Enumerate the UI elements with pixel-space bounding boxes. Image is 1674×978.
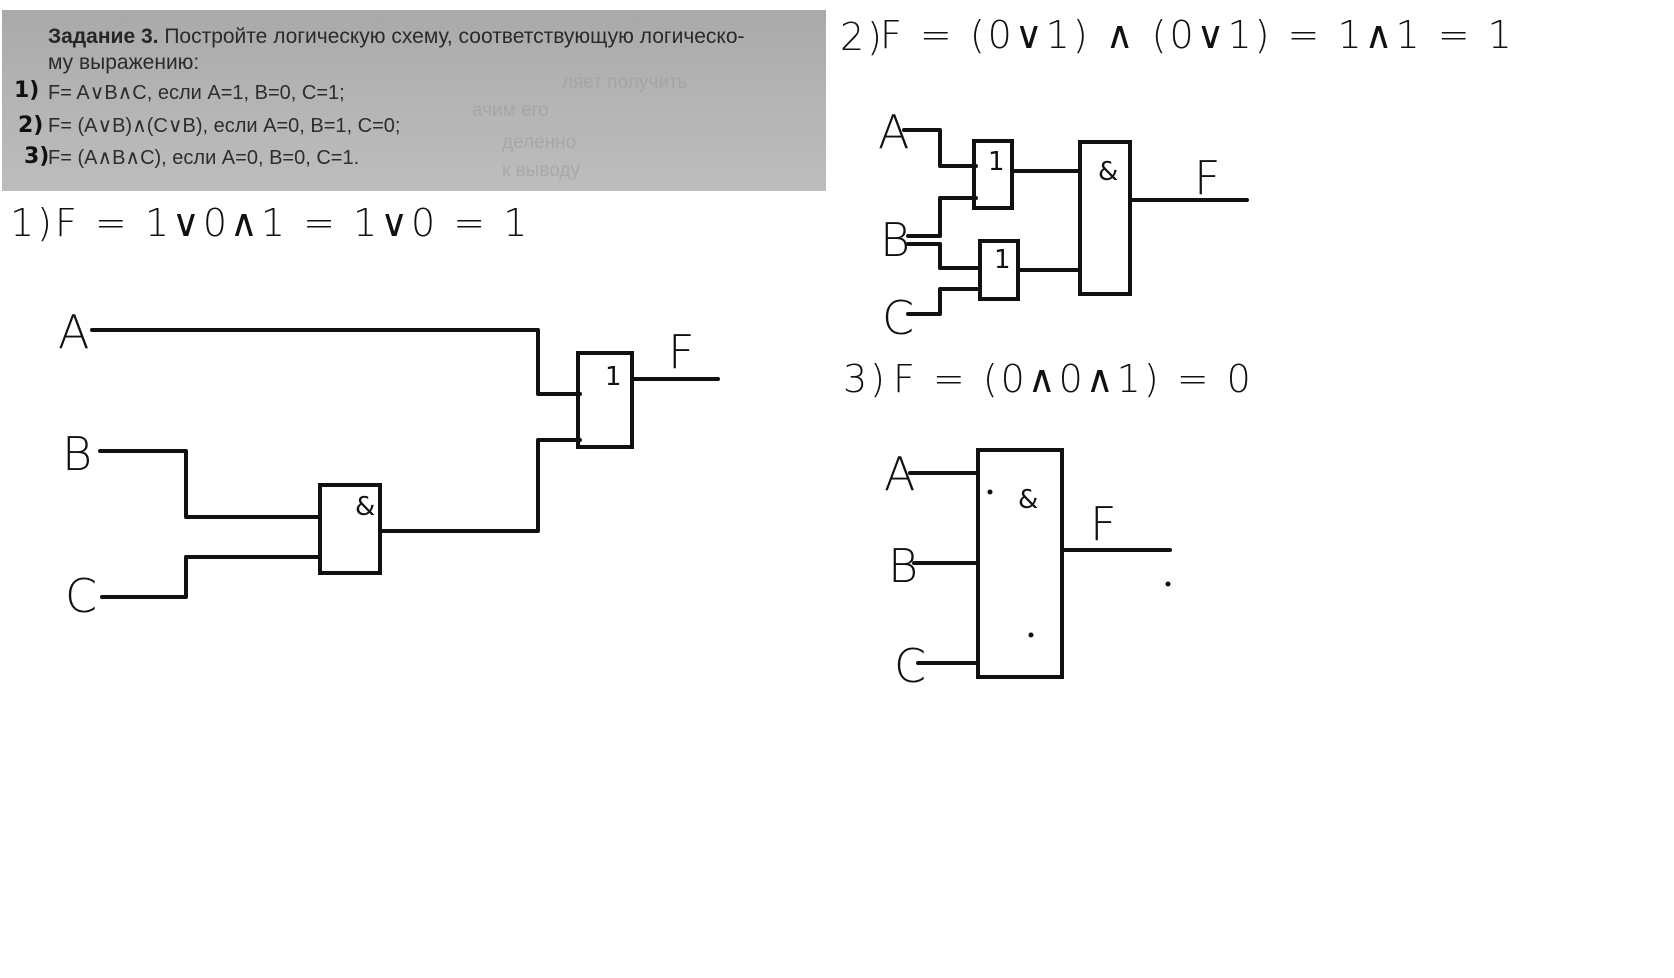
solution-1: 1) F = 1∨0∧1 = 1∨0 = 1 A B C F & 1 — [10, 201, 720, 623]
stray-dot — [1028, 632, 1034, 638]
solution-1-wire-and-out — [378, 438, 582, 533]
task-statement: Задание 3. Постройте логическую схему, с… — [48, 24, 818, 76]
solution-1-output: F — [668, 325, 694, 379]
solution-1-equation: F = 1∨0∧1 = 1∨0 = 1 — [55, 201, 530, 245]
solution-2-number: 2) — [840, 15, 885, 59]
stray-dot — [987, 489, 993, 495]
task-expression-1: F= A∨B∧C, если A=1, B=0, C=1; — [48, 82, 345, 104]
solution-1-input-c: C — [65, 569, 97, 623]
solution-1-wire-b — [98, 449, 322, 519]
task-expression-3: F= (A∧B∧C), если A=0, B=0, C=1. — [48, 147, 360, 169]
solution-3-output: F — [1090, 497, 1116, 551]
solution-2: 2) F = (0∨1) ∧ (0∨1) = 1∧1 = 1 A B C F 1… — [840, 13, 1515, 345]
solution-2-and-gate — [1078, 140, 1132, 296]
solution-3-input-c: C — [894, 639, 926, 693]
task-photo: ляет получить ачим его деленно к выводу … — [2, 10, 826, 191]
task-heading: Задание 3. — [48, 25, 159, 48]
stray-dot — [1165, 581, 1171, 587]
solution-2-wire-c — [906, 287, 982, 316]
solution-2-or-symbol-top: 1 — [988, 147, 1005, 177]
task-expression-2: F= (A∨B)∧(C∨B), если A=0, B=1, C=0; — [48, 115, 401, 137]
solution-2-and-symbol: & — [1098, 157, 1118, 187]
task-text-line2: му выражению: — [48, 51, 200, 74]
solution-2-equation: F = (0∨1) ∧ (0∨1) = 1∧1 = 1 — [880, 13, 1515, 57]
solution-3-number: 3) — [843, 357, 888, 401]
solution-2-input-b: B — [880, 213, 910, 267]
solution-2-output: F — [1194, 151, 1220, 205]
solution-2-input-c: C — [882, 291, 914, 345]
solution-2-wire-b-bottom — [906, 242, 982, 270]
solution-1-wire-a — [90, 328, 582, 396]
task-marker-3: 3) — [24, 144, 49, 169]
solution-3-and-symbol: & — [1018, 485, 1038, 515]
solution-3-equation: F = (0∧0∧1) = 0 — [893, 357, 1254, 401]
solution-1-wire-c — [100, 555, 322, 599]
solution-3: 3) F = (0∧0∧1) = 0 A B C F & — [843, 357, 1254, 693]
solution-1-number: 1) — [10, 201, 55, 245]
solution-2-wire-a — [902, 128, 978, 168]
task-marker-1: 1) — [14, 78, 39, 103]
task-text-line1: Постройте логическую схему, соответствую… — [164, 25, 745, 48]
solution-2-or-gate-bottom — [978, 239, 1020, 301]
solution-1-and-gate — [318, 483, 382, 575]
solution-2-or-gate-top — [972, 139, 1014, 210]
solution-3-and-gate — [976, 448, 1064, 679]
solution-1-input-b: B — [62, 427, 92, 481]
task-marker-2: 2) — [18, 113, 43, 138]
solution-1-or-symbol: 1 — [605, 362, 622, 392]
solution-2-or-symbol-bottom: 1 — [994, 245, 1011, 275]
solution-1-input-a: A — [58, 305, 89, 359]
solution-1-or-gate — [576, 351, 634, 449]
solution-3-input-b: B — [888, 539, 918, 593]
solution-2-wire-b-top — [906, 196, 978, 238]
solution-1-and-symbol: & — [355, 492, 375, 522]
